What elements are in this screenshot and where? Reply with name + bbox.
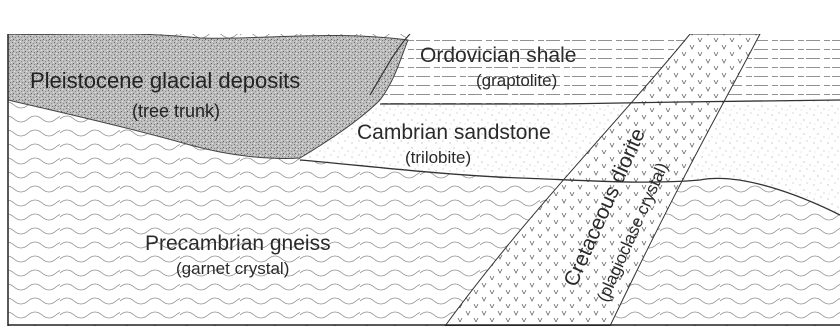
precambrian-label: Precambrian gneiss: [145, 232, 331, 255]
ordovician-fossil-label: (graptolite): [476, 71, 557, 90]
pleistocene-fossil-label: (tree trunk): [132, 101, 220, 121]
cambrian-label: Cambrian sandstone: [357, 121, 551, 144]
pleistocene-label: Pleistocene glacial deposits: [30, 68, 300, 93]
precambrian-fossil-label: (garnet crystal): [176, 259, 289, 278]
ordovician-label: Ordovician shale: [420, 44, 576, 67]
cambrian-fossil-label: (trilobite): [405, 148, 471, 167]
